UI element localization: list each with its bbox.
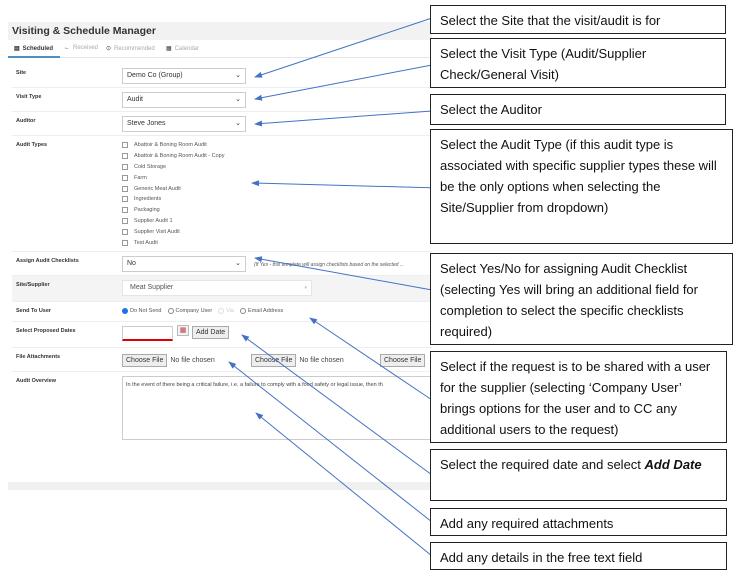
- audit-type-checkbox[interactable]: Abattoir & Boning Room Audit - Copy: [122, 151, 225, 162]
- callout-site: Select the Site that the visit/audit is …: [430, 5, 726, 34]
- callout-attachments: Add any required attachments: [430, 508, 727, 536]
- calendar-picker-icon[interactable]: ▦: [177, 325, 189, 336]
- choose-file-button[interactable]: Choose File: [122, 354, 168, 367]
- checkbox-icon: [122, 239, 128, 246]
- annotation-arrow: [309, 317, 433, 401]
- visit-type-select[interactable]: Audit⌄: [122, 92, 246, 108]
- checkbox-icon: [122, 185, 128, 192]
- assign-checklists-row: Assign Audit Checklists No⌄ (If Yes - th…: [12, 252, 432, 276]
- clock-icon: ⊙: [106, 46, 112, 52]
- audit-type-checkbox[interactable]: Supplier Audit 1: [122, 216, 225, 227]
- calendar-icon: ▦: [166, 46, 172, 52]
- annotation-arrow: [241, 334, 433, 476]
- callout-dates: Select the required date and select Add …: [430, 449, 727, 501]
- radio-company-user[interactable]: Company User: [167, 308, 212, 314]
- audit-type-checkbox[interactable]: Packaging: [122, 205, 225, 216]
- radio-email-address[interactable]: Email Address: [240, 308, 283, 314]
- footer-bar: [8, 482, 432, 490]
- arrow-left-icon: ←: [64, 45, 70, 51]
- checkbox-icon: [122, 153, 128, 160]
- tab-calendar[interactable]: ▦Calendar: [166, 45, 200, 53]
- caret-down-icon: ▾: [304, 285, 307, 291]
- checkbox-icon: [122, 174, 128, 181]
- send-to-user-row: Send To User Do Not Send Company User Vi…: [12, 302, 432, 322]
- checkbox-icon: [122, 163, 128, 170]
- callout-audit-type: Select the Audit Type (if this audit typ…: [430, 129, 733, 244]
- site-row: Site Demo Co (Group)⌄: [12, 64, 432, 88]
- proposed-dates-row: Select Proposed Dates ▦ Add Date: [12, 322, 432, 348]
- checkbox-icon: [122, 196, 128, 203]
- callout-overview: Add any details in the free text field: [430, 542, 727, 570]
- checkbox-icon: [122, 207, 128, 214]
- assign-checklists-select[interactable]: No⌄: [122, 256, 246, 272]
- choose-file-button[interactable]: Choose File: [380, 354, 426, 367]
- date-input[interactable]: [122, 326, 173, 341]
- callout-assign-checklist: Select Yes/No for assigning Audit Checkl…: [430, 253, 733, 345]
- callout-visit-type: Select the Visit Type (Audit/Supplier Ch…: [430, 38, 726, 88]
- site-select[interactable]: Demo Co (Group)⌄: [122, 68, 246, 84]
- audit-type-checkbox[interactable]: Farm: [122, 172, 225, 183]
- annotation-arrow: [254, 17, 433, 78]
- radio-via: Via: [218, 308, 234, 314]
- checkbox-icon: [122, 142, 128, 149]
- audit-type-checkbox[interactable]: Supplier Visit Audit: [122, 226, 225, 237]
- chevron-down-icon: ⌄: [235, 260, 241, 267]
- audit-type-checkbox[interactable]: Cold Storage: [122, 162, 225, 173]
- audit-type-checkbox[interactable]: Test Audit: [122, 237, 225, 248]
- tab-received[interactable]: ←Received: [64, 45, 99, 51]
- tab-bar: ▤Scheduled ←Received ⊙Recommended ▦Calen…: [8, 40, 432, 58]
- radio-do-not-send[interactable]: Do Not Send: [122, 308, 162, 314]
- choose-file-button[interactable]: Choose File: [251, 354, 297, 367]
- audit-types-row: Audit Types Abattoir & Boning Room Audit…: [12, 136, 432, 252]
- chevron-down-icon: ⌄: [235, 96, 241, 103]
- annotation-arrow: [251, 180, 441, 189]
- visit-type-row: Visit Type Audit⌄: [12, 88, 432, 112]
- audit-type-checkbox[interactable]: Ingredients: [122, 194, 225, 205]
- annotation-arrow: [254, 256, 433, 291]
- annotation-arrow: [255, 412, 433, 557]
- site-supplier-select[interactable]: Meat Supplier▾: [122, 280, 312, 296]
- callout-auditor: Select the Auditor: [430, 94, 726, 125]
- annotation-arrow: [254, 64, 433, 101]
- auditor-row: Auditor Steve Jones⌄: [12, 112, 432, 136]
- audit-type-checkbox[interactable]: Generic Meat Audit: [122, 183, 225, 194]
- audit-type-checkbox[interactable]: Abattoir & Boning Room Audit: [122, 140, 225, 151]
- annotation-arrow: [254, 110, 433, 127]
- checkbox-icon: [122, 228, 128, 235]
- chevron-down-icon: ⌄: [235, 72, 241, 79]
- page-title: Visiting & Schedule Manager: [8, 22, 432, 40]
- site-supplier-row: Site/Supplier Meat Supplier▾: [12, 276, 432, 302]
- add-date-button[interactable]: Add Date: [192, 326, 230, 339]
- tab-scheduled[interactable]: ▤Scheduled: [14, 45, 54, 53]
- callout-send-to-user: Select if the request is to be shared wi…: [430, 351, 727, 443]
- chevron-down-icon: ⌄: [235, 120, 241, 127]
- annotation-arrow: [228, 361, 433, 523]
- list-icon: ▤: [14, 46, 20, 52]
- checkbox-icon: [122, 217, 128, 224]
- auditor-select[interactable]: Steve Jones⌄: [122, 116, 246, 132]
- schedule-manager-panel: Visiting & Schedule Manager ▤Scheduled ←…: [8, 22, 432, 490]
- tab-recommended[interactable]: ⊙Recommended: [106, 45, 155, 53]
- active-tab-indicator: [8, 56, 60, 58]
